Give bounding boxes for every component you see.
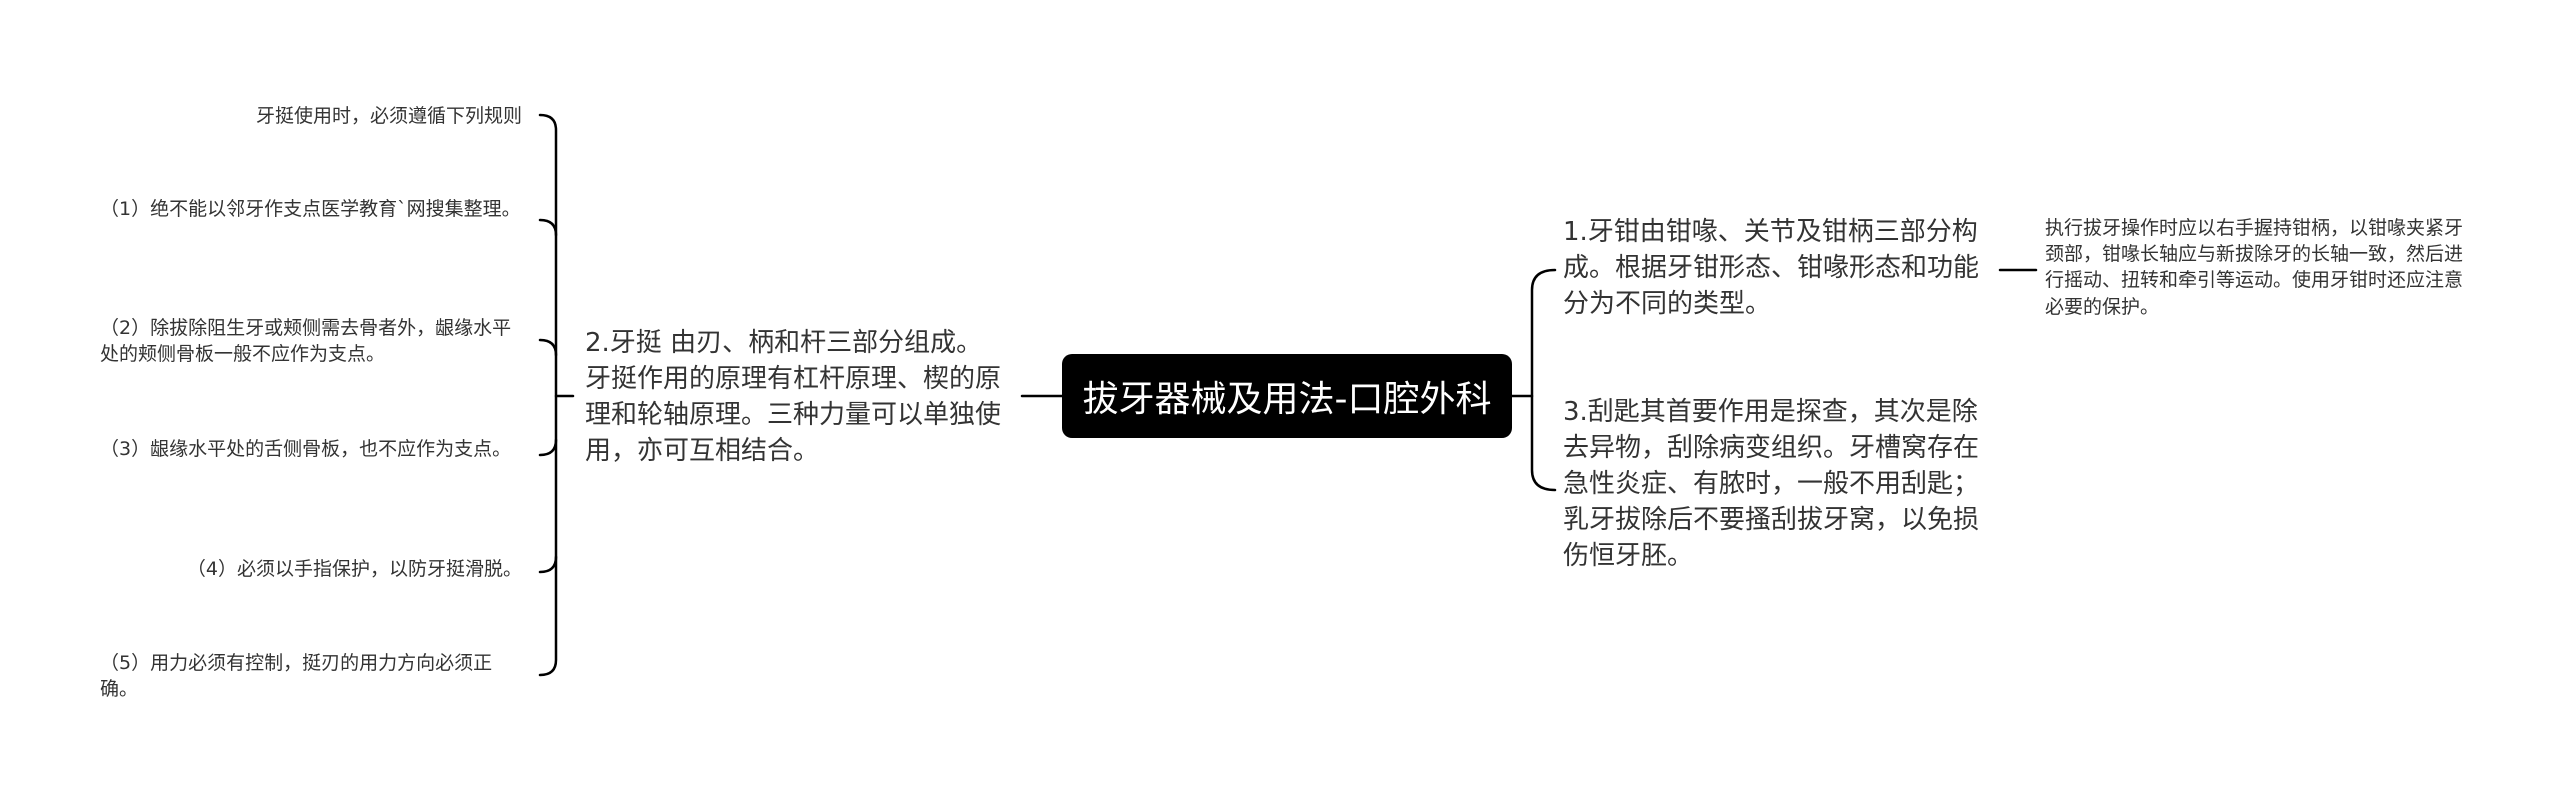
right-item-2-node[interactable]: 3.刮匙其首要作用是探查，其次是除去异物，刮除病变组织。牙槽窝存在急性炎症、有脓… (1563, 395, 1983, 574)
connector-left-tick-3 (538, 338, 558, 357)
root-node[interactable]: 拔牙器械及用法-口腔外科 (1062, 354, 1512, 438)
connector-left-tick-2 (538, 218, 558, 237)
left-child-6[interactable]: （5）用力必须有控制，挺刃的用力方向必须正确。 (100, 650, 530, 702)
connector-left-tick-5 (538, 555, 558, 574)
right-item-1-node[interactable]: 1.牙钳由钳喙、关节及钳柄三部分构成。根据牙钳形态、钳喙形态和功能分为不同的类型… (1563, 215, 1983, 323)
left-child-1[interactable]: 牙挺使用时，必须遵循下列规则 (150, 103, 522, 129)
left-child-2-text: （1）绝不能以邻牙作支点医学教育`网搜集整理。 (100, 198, 521, 220)
left-child-2[interactable]: （1）绝不能以邻牙作支点医学教育`网搜集整理。 (100, 196, 530, 222)
left-main-text: 2.牙挺 由刃、柄和杆三部分组成。牙挺作用的原理有杠杆原理、楔的原理和轮轴原理。… (585, 328, 1002, 466)
left-child-4-text: （3）龈缘水平处的舌侧骨板，也不应作为支点。 (100, 438, 512, 460)
connector-left-tick-4 (538, 438, 558, 457)
left-child-4[interactable]: （3）龈缘水平处的舌侧骨板，也不应作为支点。 (100, 436, 530, 462)
left-child-6-text: （5）用力必须有控制，挺刃的用力方向必须正确。 (100, 652, 493, 701)
left-child-3-text: （2）除拔除阻生牙或颊侧需去骨者外，龈缘水平处的颊侧骨板一般不应作为支点。 (100, 317, 512, 366)
right-item-1-child[interactable]: 执行拔牙操作时应以右手握持钳柄，以钳喙夹紧牙颈部，钳喙长轴应与新拔除牙的长轴一致… (2045, 215, 2475, 320)
root-title: 拔牙器械及用法-口腔外科 (1082, 379, 1492, 420)
left-main-node[interactable]: 2.牙挺 由刃、柄和杆三部分组成。牙挺作用的原理有杠杆原理、楔的原理和轮轴原理。… (585, 326, 1005, 470)
left-child-5-text: （4）必须以手指保护，以防牙挺滑脱。 (186, 558, 522, 580)
connector-left-bracket (538, 113, 558, 677)
right-item-1-text: 1.牙钳由钳喙、关节及钳柄三部分构成。根据牙钳形态、钳喙形态和功能分为不同的类型… (1563, 217, 1980, 319)
connector-right-bracket (1530, 268, 1557, 492)
right-item-1-child-text: 执行拔牙操作时应以右手握持钳柄，以钳喙夹紧牙颈部，钳喙长轴应与新拔除牙的长轴一致… (2045, 217, 2464, 318)
left-child-1-text: 牙挺使用时，必须遵循下列规则 (255, 105, 522, 127)
left-child-5[interactable]: （4）必须以手指保护，以防牙挺滑脱。 (150, 556, 522, 582)
right-item-2-text: 3.刮匙其首要作用是探查，其次是除去异物，刮除病变组织。牙槽窝存在急性炎症、有脓… (1563, 397, 1980, 571)
left-child-3[interactable]: （2）除拔除阻生牙或颊侧需去骨者外，龈缘水平处的颊侧骨板一般不应作为支点。 (100, 315, 530, 367)
